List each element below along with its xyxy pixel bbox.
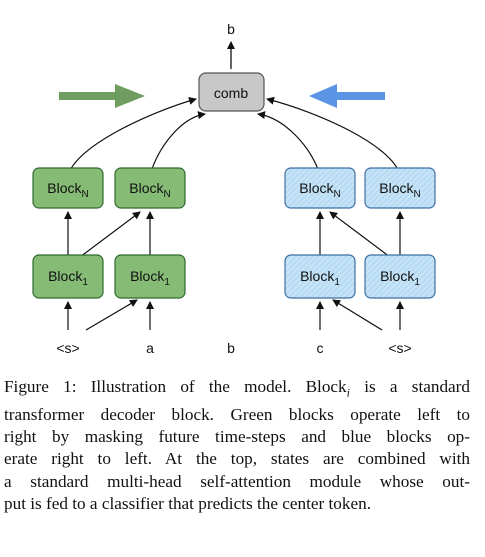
left-to-right-arrow-icon (59, 84, 145, 108)
green-blockN-2: BlockN (114, 167, 186, 209)
caption-line-6: put is fed to a classifier that predicts… (4, 493, 372, 513)
svg-text:BlockN: BlockN (379, 180, 420, 200)
comb-box (198, 72, 265, 112)
blue-blockN-3: BlockN (284, 167, 356, 209)
model-diagram: b comb BlockN BlockN BlockN (32, 21, 436, 356)
svg-text:Block1: Block1 (300, 268, 340, 288)
blue-block1-3: Block1 (284, 254, 356, 299)
block-label: Block (47, 180, 82, 196)
caption-line-2: transformer decoder block. Green blocks … (4, 404, 470, 424)
block-label: Block (48, 268, 83, 284)
block-label: Block (299, 180, 334, 196)
block-subscript: 1 (414, 277, 420, 288)
block-label: Block (300, 268, 335, 284)
token-a: a (146, 340, 154, 356)
block-subscript: N (164, 189, 171, 200)
green-block1-1: Block1 (32, 254, 104, 299)
edge-block1-1-to-blockN-2 (79, 211, 141, 258)
svg-text:Block1: Block1 (130, 268, 170, 288)
block-label: Block (129, 180, 164, 196)
edge-token-s-to-block1-2 (85, 299, 138, 331)
edge-token-s-to-block1-3 (332, 299, 383, 331)
block-subscript: N (414, 189, 421, 200)
caption-line-4: erate right to left. At the top, states … (4, 449, 470, 469)
block-label: Block (130, 268, 165, 284)
block-subscript: 1 (164, 277, 170, 288)
block-subscript: 1 (334, 277, 340, 288)
edge-blockN-4-to-comb (266, 96, 401, 176)
svg-text:BlockN: BlockN (299, 180, 340, 200)
caption-line-1-rest: is a standard (350, 377, 470, 396)
block-subscript: N (82, 189, 89, 200)
token-c: c (317, 340, 324, 356)
figure-caption: Figure 1: Illustration of the model. Blo… (4, 376, 470, 515)
edge-blockN-2-to-comb (149, 111, 206, 176)
svg-text:Block1: Block1 (48, 268, 88, 288)
svg-text:Block1: Block1 (380, 268, 420, 288)
edge-blockN-3-to-comb (257, 111, 321, 176)
token-b-masked: b (227, 340, 235, 356)
block-subscript: N (334, 189, 341, 200)
output-label: b (227, 21, 235, 37)
caption-line-1: Figure 1: Illustration of the model. Blo… (4, 376, 470, 404)
token-start: <s> (56, 340, 79, 356)
caption-line-3: right by masking future time-steps and b… (4, 427, 470, 447)
caption-prefix: Figure 1: Illustration of the model. Blo… (4, 377, 347, 396)
right-to-left-arrow-icon (309, 84, 385, 108)
svg-text:BlockN: BlockN (129, 180, 170, 200)
edge-blockN-1-to-comb (67, 97, 197, 176)
caption-line-5: a standard multi-head self-attention mod… (4, 471, 470, 491)
green-block1-2: Block1 (114, 254, 186, 299)
caption-subscript: i (346, 385, 350, 400)
blue-block1-4: Block1 (364, 254, 436, 299)
svg-text:BlockN: BlockN (47, 180, 88, 200)
blue-blockN-4: BlockN (364, 167, 436, 209)
token-end: <s> (388, 340, 411, 356)
block-label: Block (380, 268, 415, 284)
edge-block1-4-to-blockN-3 (329, 211, 391, 258)
block-subscript: 1 (82, 277, 88, 288)
green-blockN-1: BlockN (32, 167, 104, 209)
block-label: Block (379, 180, 414, 196)
comb-label: comb (214, 85, 248, 101)
